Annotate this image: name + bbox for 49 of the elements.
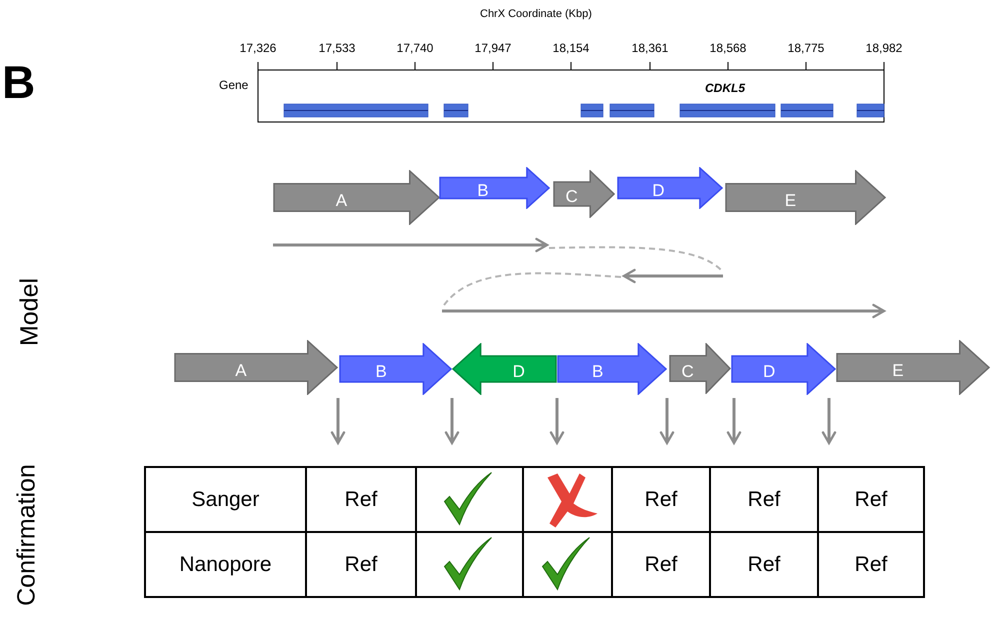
- tick-label: 18,154: [552, 41, 590, 55]
- gene-segment: [174, 340, 338, 395]
- segment-label: C: [681, 362, 694, 382]
- section-label: Confirmation: [12, 464, 42, 606]
- gene-segment: [339, 343, 452, 395]
- gene-segment: [557, 343, 667, 395]
- tick-label: 18,775: [788, 41, 824, 55]
- table-cell-text: Ref: [854, 552, 888, 578]
- segment-label: D: [652, 181, 665, 201]
- tick-label: 17,947: [474, 41, 512, 55]
- table-cell-text: Ref: [344, 486, 378, 512]
- tick-label: 17,533: [318, 41, 356, 55]
- segment-label: D: [512, 362, 525, 382]
- gene-segment: [273, 170, 440, 225]
- gene-segment: [725, 170, 886, 225]
- gene-segment: [553, 170, 615, 218]
- gene-segment: [836, 340, 990, 395]
- tick-label: 17,326: [240, 41, 276, 55]
- table-cell-text: Ref: [344, 552, 378, 578]
- tick-label: 18,361: [632, 41, 668, 55]
- tick-label: 17,740: [396, 41, 434, 55]
- gene-segment: [617, 167, 723, 209]
- table-cell-text: Ref: [746, 486, 782, 512]
- axis-title: ChrX Coordinate (Kbp): [480, 8, 592, 20]
- segment-label: A: [235, 360, 247, 380]
- gene-segment: [439, 167, 550, 209]
- table-cell-text: Ref: [644, 486, 678, 512]
- segment-label: E: [784, 190, 796, 210]
- gene-segment: [452, 343, 557, 395]
- segment-label: C: [565, 187, 578, 207]
- table-cell-text: Ref: [854, 486, 888, 512]
- panel-letter: B: [2, 55, 36, 109]
- tick-label: 18,568: [710, 41, 746, 55]
- table-cell-text: Ref: [746, 552, 782, 578]
- tick-label: 18,982: [866, 41, 902, 55]
- table-cell-text: Sanger: [190, 486, 260, 512]
- segment-label: D: [763, 362, 776, 382]
- segment-label: B: [477, 181, 489, 201]
- gene-name: CDKL5: [705, 81, 746, 95]
- segment-label: A: [336, 190, 348, 210]
- segment-label: B: [376, 362, 387, 382]
- track-label: Gene: [219, 78, 248, 92]
- gene-segment: [731, 343, 836, 395]
- segment-label: E: [892, 360, 904, 380]
- table-cell-text: Ref: [644, 552, 678, 578]
- section-label: Model: [16, 278, 44, 346]
- table-cell-text: Nanopore: [178, 552, 273, 578]
- segment-label: B: [592, 362, 604, 382]
- gene-segment: [669, 343, 731, 394]
